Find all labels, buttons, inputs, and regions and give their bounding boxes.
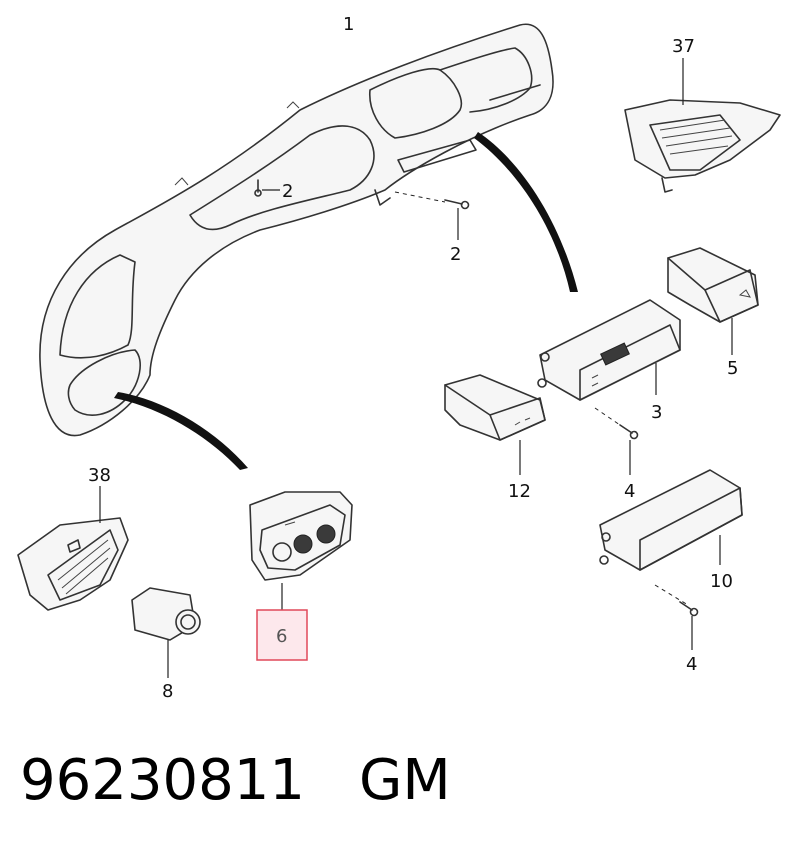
leader-arrow-left (114, 392, 248, 470)
callout-37: 37 (672, 36, 695, 57)
callout-3: 3 (651, 402, 662, 423)
highlight-box-6 (256, 609, 308, 661)
screw-2a (254, 179, 262, 197)
air-vent-38 (17, 517, 129, 611)
callout-4b: 4 (686, 654, 697, 675)
switch-5 (667, 247, 759, 323)
switch-12 (444, 374, 546, 441)
callout-1: 1 (343, 14, 354, 35)
switch-8 (131, 587, 201, 641)
brand-label: GM (359, 748, 451, 813)
callout-10: 10 (710, 571, 733, 592)
callout-5: 5 (727, 358, 738, 379)
instrument-panel-bezel (39, 23, 554, 437)
part-number-footer: 96230811 GM (20, 748, 451, 813)
leader-arrow-right (474, 132, 578, 292)
switch-panel-6 (249, 491, 353, 581)
callout-2b: 2 (450, 244, 461, 265)
display-module-3 (537, 299, 681, 401)
callout-8: 8 (162, 681, 173, 702)
callout-2a: 2 (282, 181, 293, 202)
screw-2b (394, 191, 470, 210)
part-number: 96230811 (20, 748, 306, 813)
module-10 (599, 469, 743, 571)
callout-38: 38 (88, 465, 111, 486)
callout-12: 12 (508, 481, 531, 502)
air-vent-37 (624, 99, 781, 193)
callout-4a: 4 (624, 481, 635, 502)
callout-6[interactable]: 6 (276, 626, 287, 647)
